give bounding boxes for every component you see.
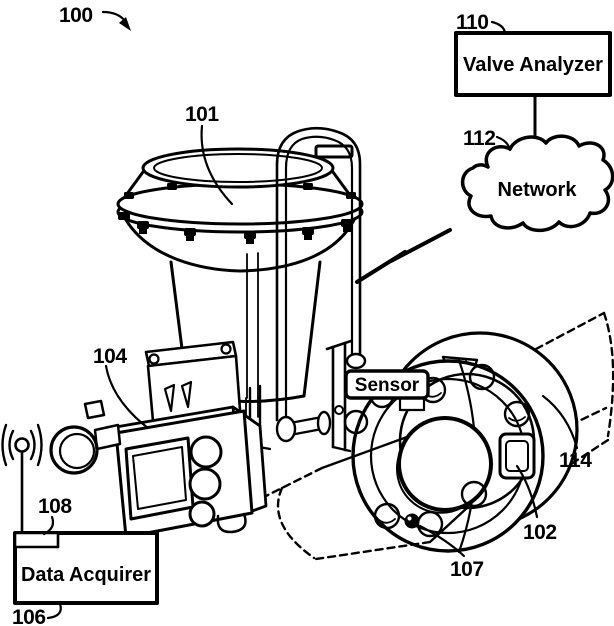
cloud-shape xyxy=(460,134,614,233)
wireless-module xyxy=(13,531,60,549)
gauge-top-fitting xyxy=(83,399,106,420)
positioner-button-3 xyxy=(188,500,216,528)
sensor-label: Sensor xyxy=(355,375,420,396)
callout-104: 104 xyxy=(93,345,127,368)
leader-102 xyxy=(515,464,539,519)
callout-101: 101 xyxy=(185,103,219,126)
leader-lines xyxy=(42,10,579,620)
leader-112 xyxy=(495,135,512,152)
sensor-dot xyxy=(404,513,420,529)
network-cloud: Network xyxy=(460,134,614,233)
antenna-icon xyxy=(1,423,43,535)
valve-body xyxy=(262,311,614,561)
callout-106: 106 xyxy=(12,606,46,626)
pipe-upper-right xyxy=(534,311,614,472)
leader-107 xyxy=(418,524,466,558)
callout-107: 107 xyxy=(450,558,484,581)
valve-port xyxy=(498,432,536,480)
leader-100 xyxy=(101,10,127,23)
positioner-button-2 xyxy=(188,467,222,501)
positioner-button-1 xyxy=(189,435,223,469)
flange-bolts-front xyxy=(118,212,353,244)
valve-bore xyxy=(397,416,493,512)
dome-cap xyxy=(314,144,354,159)
callout-112: 112 xyxy=(463,127,495,150)
data-acquirer-label: Data Acquirer xyxy=(21,564,151,586)
leader-104 xyxy=(104,364,150,430)
valve-analyzer-label: Valve Analyzer xyxy=(463,54,603,76)
leader-106 xyxy=(46,602,62,620)
callout-110: 110 xyxy=(456,11,488,34)
callout-102: 102 xyxy=(523,521,557,544)
positioner xyxy=(49,340,268,539)
leader-101 xyxy=(200,124,234,206)
actuator-flange-upper-rim xyxy=(116,182,364,226)
leader-110 xyxy=(490,20,507,35)
valve-analyzer-box xyxy=(454,31,612,97)
callout-108: 108 xyxy=(38,495,72,518)
data-acquirer: Data Acquirer xyxy=(1,423,159,605)
leader-108 xyxy=(42,515,55,536)
tubing-loop xyxy=(275,126,367,422)
network-label: Network xyxy=(498,179,578,201)
lightning-bolt-icon xyxy=(355,228,452,284)
arrowhead-100 xyxy=(119,17,131,31)
leader-114 xyxy=(541,394,579,450)
callout-100: 100 xyxy=(59,4,93,27)
valve-analyzer: Valve Analyzer xyxy=(454,31,612,97)
sensor-label-box: Sensor xyxy=(344,369,430,412)
callout-numbers: 100 110 112 101 104 108 106 114 102 107 xyxy=(12,4,593,626)
actuator-lower-dish xyxy=(124,218,356,273)
callout-114: 114 xyxy=(559,449,592,472)
